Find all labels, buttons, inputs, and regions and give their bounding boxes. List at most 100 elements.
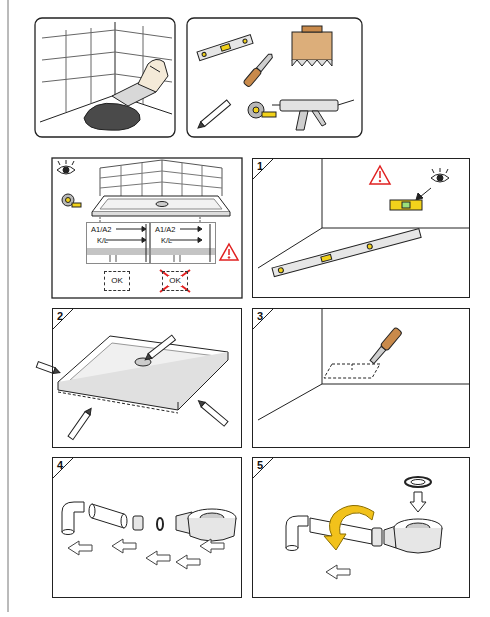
- tools-panel-part: [262, 112, 276, 117]
- measure-panel-part: [156, 202, 168, 207]
- cut-scene-part: [369, 327, 403, 365]
- detail-inset: A1/A2K/L: [150, 222, 216, 264]
- measure-panel-part: [142, 163, 143, 196]
- step-number: 4: [57, 459, 63, 472]
- step-panel: 3: [252, 308, 470, 448]
- measure-panel-part: [66, 198, 71, 203]
- tools-panel-part: [243, 52, 275, 88]
- measure-panel-part: [162, 182, 222, 188]
- step-panel: 1: [252, 158, 470, 298]
- measure-panel-part: [162, 160, 163, 196]
- waste-parts-part: [62, 502, 84, 532]
- tools-panel-part: [197, 35, 253, 61]
- tools-panel-part: [202, 52, 207, 57]
- assembly-scene-part: [326, 565, 350, 579]
- cut-scene-part: [322, 308, 323, 384]
- tools-panel-part: [187, 18, 362, 137]
- measure-panel-part: [52, 158, 242, 298]
- mortar-panel-part: [42, 52, 115, 60]
- measure-panel-part: [92, 212, 230, 216]
- assembly-scene-part: [411, 480, 425, 485]
- measure-panel-part: [110, 255, 111, 262]
- tray-scene-part: [148, 335, 175, 358]
- level-scene-part: [420, 188, 431, 197]
- waste-parts-part: [133, 516, 143, 530]
- measure-panel-part: [202, 166, 203, 196]
- waste-parts-part: [68, 541, 92, 555]
- cut-scene-part: [322, 384, 470, 385]
- measure-panel-part: [100, 182, 162, 188]
- measure-panel-part: [160, 270, 190, 292]
- measure-panel-part: [174, 255, 175, 262]
- mortar-panel-part: [84, 103, 140, 130]
- waste-parts-part: [92, 504, 124, 528]
- measure-panel-part: [198, 227, 202, 232]
- tools-panel-part: [272, 105, 280, 106]
- mortar-panel-part: [91, 28, 92, 104]
- measure-panel-part: [121, 166, 122, 196]
- assembly-scene-part: [252, 457, 274, 479]
- tools-panel-part: [253, 107, 259, 113]
- level-scene-part: [416, 193, 423, 200]
- waste-parts-part: [188, 518, 236, 541]
- measure-panel-part: [150, 248, 216, 255]
- assembly-scene-part: [394, 528, 442, 553]
- waste-parts-part: [176, 555, 200, 569]
- tools-panel-part: [220, 44, 230, 52]
- step-panel: 4: [52, 457, 242, 598]
- tray-scene-part: [36, 362, 61, 376]
- cut-scene-part: [252, 308, 274, 330]
- measure-panel-part: [66, 160, 67, 164]
- dimension-label: K/L: [161, 236, 172, 245]
- mortar-panel-part: [42, 30, 115, 38]
- measure-panel-part: [180, 255, 181, 262]
- assembly-scene: [252, 457, 442, 579]
- waste-parts-part: [200, 539, 224, 553]
- tray-scene-part: [143, 354, 151, 362]
- level-scene-part: [322, 158, 323, 228]
- measure-panel-part: [160, 270, 190, 292]
- measure-panel-part: [170, 240, 198, 241]
- level-scene-part: [278, 267, 284, 273]
- measure-panel-part: [63, 167, 69, 173]
- level-scene-part: [390, 200, 422, 210]
- measure-panel-part: [58, 161, 60, 165]
- measure-panel-part: [116, 255, 117, 262]
- tools-panel-part: [196, 122, 204, 130]
- step-number: 3: [257, 310, 263, 323]
- dimension-label: K/L: [97, 236, 108, 245]
- tray-scene: [36, 308, 228, 440]
- measure-panel-part: [57, 166, 75, 174]
- margin-line: [8, 0, 9, 612]
- waste-parts-part: [112, 539, 136, 553]
- measure-panel-part: [116, 229, 142, 230]
- measure-panel-part: [100, 160, 222, 196]
- cut-scene-part: [380, 327, 402, 351]
- measure-panel-part: [228, 249, 230, 255]
- mortar-panel-part: [66, 30, 67, 112]
- waste-parts-part: [52, 457, 74, 479]
- tools-panel-part: [312, 111, 326, 126]
- dimension-label: A1/A2: [91, 225, 111, 234]
- measure-panel-part: [57, 160, 75, 174]
- step-number: 1: [257, 160, 263, 173]
- cut-scene-part: [258, 384, 322, 420]
- step-number: 5: [257, 459, 263, 472]
- tools-panel-part: [296, 111, 308, 130]
- cut-scene-part: [324, 364, 380, 378]
- step-number: 2: [57, 310, 63, 323]
- tools-panel-part: [242, 39, 247, 44]
- waste-parts-part: [62, 530, 74, 535]
- tray-scene-part: [85, 407, 93, 415]
- mortar-panel-part: [138, 59, 168, 92]
- tray-scene-part: [58, 392, 178, 413]
- tools-panel-part: [292, 60, 332, 66]
- mortar-panel-part: [150, 66, 160, 72]
- tray-scene-part: [68, 407, 94, 440]
- step-panel: 2: [52, 308, 242, 448]
- cut-scene: [252, 308, 470, 420]
- tools-panel-part: [201, 100, 231, 126]
- level-scene-part: [272, 229, 421, 277]
- tray-scene-part: [178, 402, 179, 410]
- mortar-panel-part: [42, 74, 115, 82]
